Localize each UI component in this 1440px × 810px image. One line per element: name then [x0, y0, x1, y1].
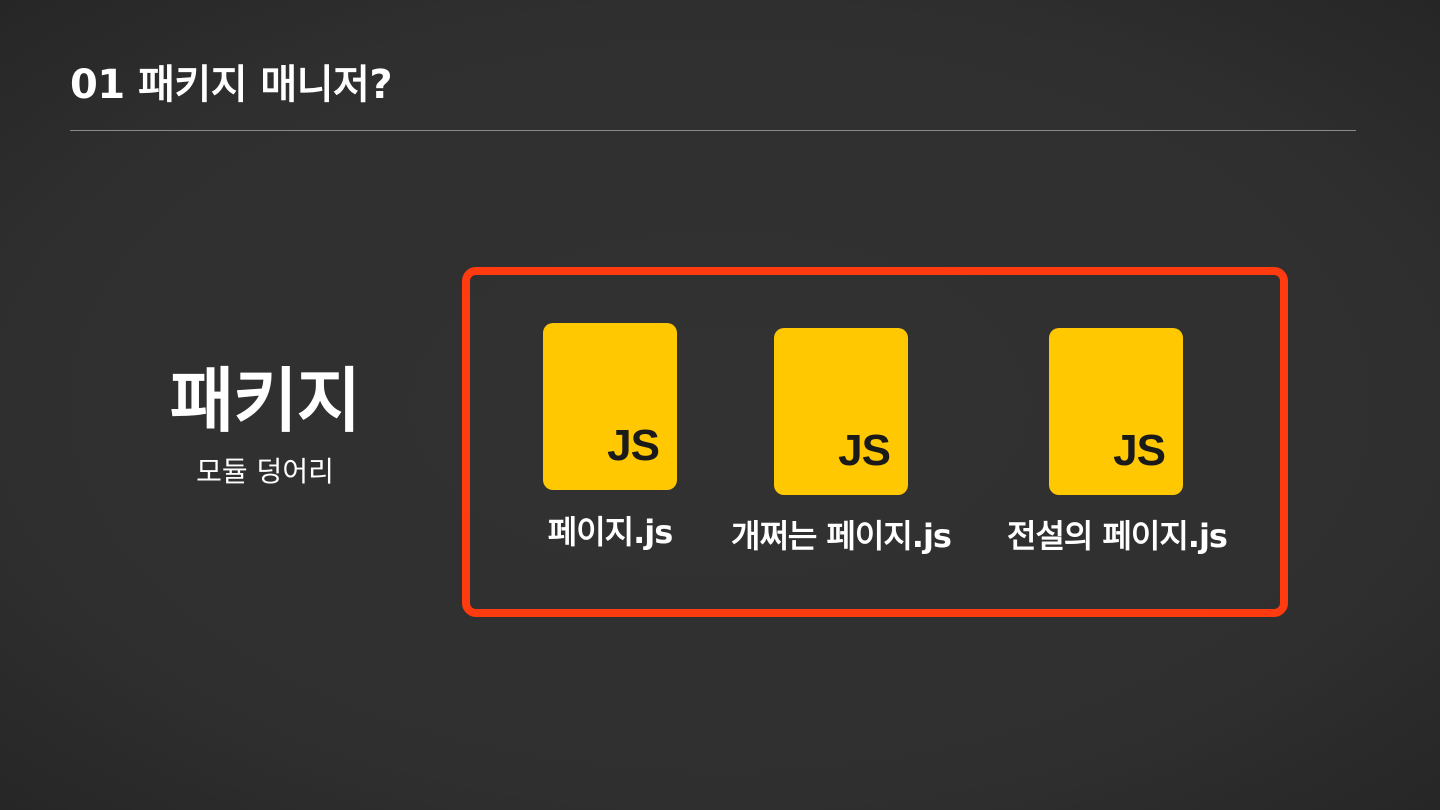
file-label: 전설의 페이지.js	[1007, 517, 1228, 555]
slide-title: 01 패키지 매니저?	[70, 62, 393, 108]
js-badge: JS	[838, 426, 891, 475]
js-file-icon: JS	[1049, 328, 1183, 495]
file-label: 개쩌는 페이지.js	[731, 517, 952, 555]
concept-heading: 패키지	[169, 360, 361, 442]
js-badge: JS	[607, 421, 660, 470]
js-badge: JS	[1113, 426, 1166, 475]
concept-subtitle: 모듈 덩어리	[196, 455, 334, 488]
file-label: 페이지.js	[547, 513, 674, 551]
js-file-icon: JS	[774, 328, 908, 495]
concept-block: 패키지 모듈 덩어리	[120, 358, 410, 492]
title-divider	[70, 130, 1356, 131]
js-file-icon: JS	[543, 323, 677, 490]
package-box	[462, 267, 1288, 617]
